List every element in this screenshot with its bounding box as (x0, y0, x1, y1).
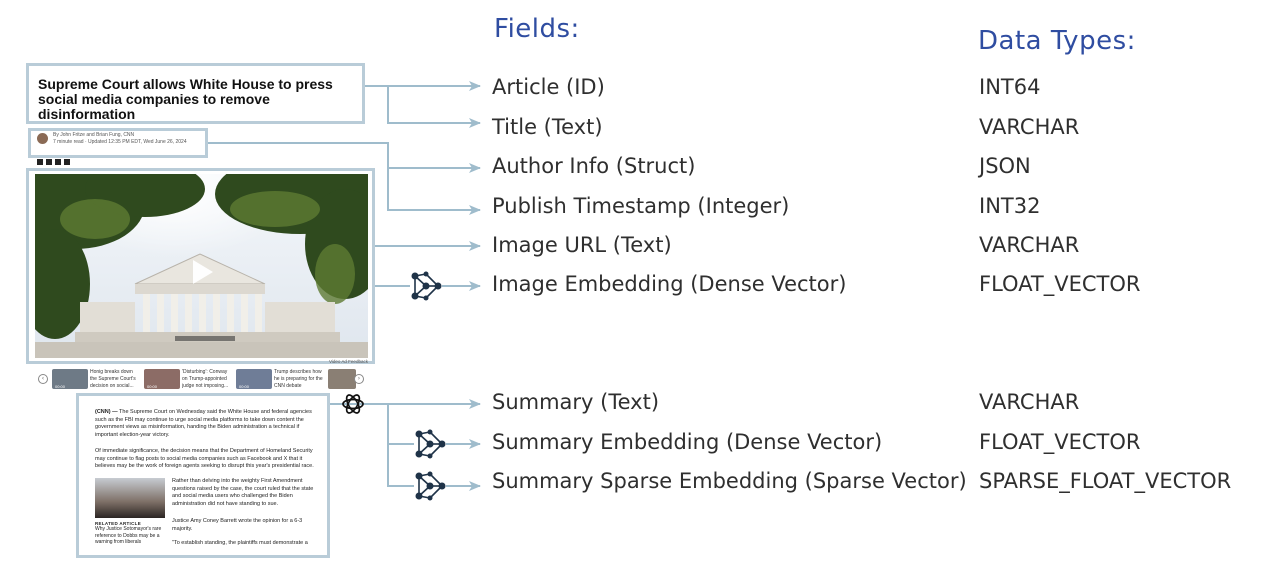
supreme-court-image (35, 174, 368, 358)
article-body-box: (CNN) — The Supreme Court on Wednesday s… (76, 393, 330, 558)
author-avatar (37, 133, 48, 144)
paragraph-1-text: The Supreme Court on Wednesday said the … (95, 409, 312, 438)
thumbnail[interactable] (328, 369, 356, 389)
link-icon[interactable] (64, 159, 70, 165)
field-article-id: Article (ID) (492, 75, 605, 99)
thumb-caption[interactable]: Honig breaks down the Supreme Court's de… (90, 369, 136, 389)
article-byline: By John Fritze and Brian Fung, CNN (53, 132, 135, 138)
type-image-embedding: FLOAT_VECTOR (979, 272, 1141, 296)
article-paragraph-1: (CNN) — The Supreme Court on Wednesday s… (95, 409, 317, 439)
related-strip: ‹ 00:00 Honig breaks down the Supreme Co… (36, 369, 366, 391)
field-author-info: Author Info (Struct) (492, 154, 696, 178)
type-image-url: VARCHAR (979, 233, 1080, 257)
thumb-caption[interactable]: 'Disturbing': Conway on Trump-appointed … (182, 369, 229, 389)
article-paragraph-3: Rather than delving into the weighty Fir… (172, 478, 314, 507)
article-meta: 7 minute read · Updated 12:35 PM EDT, We… (53, 139, 187, 145)
cnn-lead: (CNN) — (95, 409, 118, 415)
data-types-header: Data Types: (978, 26, 1136, 56)
field-summary: Summary (Text) (492, 390, 660, 414)
field-summary-sparse-embedding: Summary Sparse Embedding (Sparse Vector) (492, 469, 967, 493)
type-author-info: JSON (979, 154, 1031, 178)
article-headline: Supreme Court allows White House to pres… (38, 76, 333, 122)
article-paragraph-2: Of immediate significance, the decision … (95, 448, 314, 469)
article-paragraph-5: "To establish standing, the plaintiffs m… (172, 540, 308, 546)
share-icons (37, 150, 70, 169)
type-summary-embedding: FLOAT_VECTOR (979, 430, 1141, 454)
thumb-duration: 00:00 (239, 384, 250, 389)
neural-network-icon (415, 471, 446, 501)
article-author-box: By John Fritze and Brian Fung, CNN 7 min… (28, 128, 208, 165)
thumbnail[interactable] (144, 369, 180, 389)
type-summary: VARCHAR (979, 390, 1080, 414)
facebook-icon[interactable] (37, 159, 43, 165)
type-article-id: INT64 (979, 75, 1041, 99)
carousel-next-button[interactable]: › (354, 374, 364, 384)
carousel-prev-button[interactable]: ‹ (38, 374, 48, 384)
field-title: Title (Text) (492, 115, 603, 139)
fields-header: Fields: (494, 14, 580, 44)
thumb-duration: 00:00 (147, 384, 158, 389)
openai-icon (342, 394, 364, 414)
field-summary-embedding: Summary Embedding (Dense Vector) (492, 430, 883, 454)
type-title: VARCHAR (979, 115, 1080, 139)
type-summary-sparse-embedding: SPARSE_FLOAT_VECTOR (979, 469, 1232, 493)
video-ad-feedback[interactable]: Video Ad Feedback (329, 359, 368, 364)
thumbnail[interactable] (52, 369, 88, 389)
article-image-box (26, 168, 375, 364)
field-publish-timestamp: Publish Timestamp (Integer) (492, 194, 790, 218)
field-image-embedding: Image Embedding (Dense Vector) (492, 272, 847, 296)
neural-network-icon (415, 429, 446, 459)
thumbnail[interactable] (236, 369, 272, 389)
related-article-text[interactable]: Why Justice Sotomayor's rare reference t… (95, 526, 162, 545)
related-article-image[interactable] (95, 478, 165, 518)
related-article-label: RELATED ARTICLE (95, 521, 141, 526)
field-image-url: Image URL (Text) (492, 233, 672, 257)
article-paragraph-4: Justice Amy Coney Barrett wrote the opin… (172, 518, 303, 532)
x-icon[interactable] (46, 159, 52, 165)
thumb-caption[interactable]: Trump describes how he is preparing for … (274, 369, 323, 389)
type-publish-timestamp: INT32 (979, 194, 1041, 218)
article-title-box: Supreme Court allows White House to pres… (26, 63, 365, 124)
neural-network-icon (411, 271, 442, 301)
thumb-duration: 00:00 (55, 384, 66, 389)
email-icon[interactable] (55, 159, 61, 165)
